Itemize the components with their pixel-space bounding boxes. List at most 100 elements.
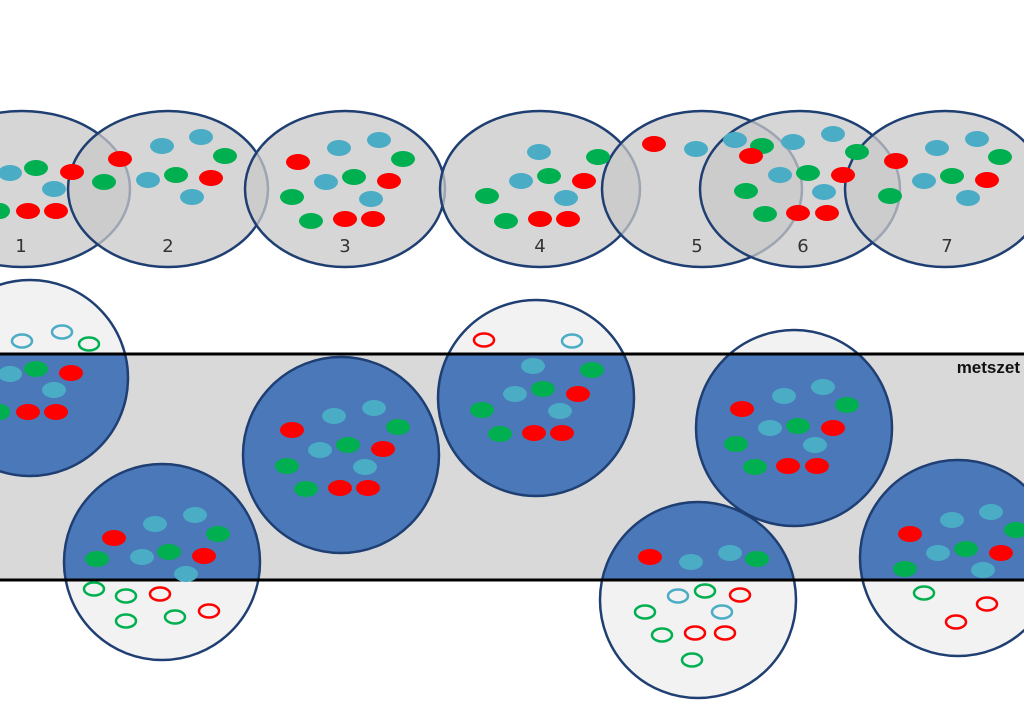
hollow-dot-green [82, 581, 106, 597]
dot-cyan [548, 403, 572, 419]
dot-cyan [812, 184, 836, 200]
sample-circle-3-inside [243, 357, 439, 553]
dot-red [361, 211, 385, 227]
dot-red [805, 458, 829, 474]
hollow-dot-red [944, 614, 968, 630]
hollow-dot-cyan [710, 604, 734, 620]
dot-cyan [183, 507, 207, 523]
dot-cyan [0, 366, 22, 382]
dot-green [85, 551, 109, 567]
hollow-dot-cyan [10, 333, 34, 349]
dot-green [845, 144, 869, 160]
dot-cyan [926, 545, 950, 561]
sample-circle-6-inside [696, 354, 892, 526]
dot-cyan [912, 173, 936, 189]
dot-red [815, 205, 839, 221]
dot-green [294, 481, 318, 497]
dot-red [16, 404, 40, 420]
dot-cyan [308, 442, 332, 458]
dot-green [531, 381, 555, 397]
dot-green [280, 189, 304, 205]
bottom-circles-outline [0, 278, 1024, 700]
dot-green [494, 213, 518, 229]
dot-cyan [803, 437, 827, 453]
dot-green [734, 183, 758, 199]
dot-green [786, 418, 810, 434]
circle-label-3: 3 [339, 236, 350, 257]
hollow-dot-cyan [50, 324, 74, 340]
dot-cyan [718, 545, 742, 561]
dot-cyan [509, 173, 533, 189]
hollow-dot-red [713, 625, 737, 641]
hollow-dot-red [683, 625, 707, 641]
dot-green [743, 459, 767, 475]
hollow-dot-red [472, 332, 496, 348]
dot-cyan [362, 400, 386, 416]
dot-red [371, 441, 395, 457]
dot-cyan [180, 189, 204, 205]
dot-green [0, 203, 10, 219]
dot-red [286, 154, 310, 170]
dot-green [940, 168, 964, 184]
dot-red [638, 549, 662, 565]
dot-green [835, 397, 859, 413]
dot-green [0, 404, 10, 420]
dot-green [475, 188, 499, 204]
sample-circle-5-outline [598, 500, 798, 700]
top-row-dots [0, 126, 1012, 229]
hollow-dot-green [693, 583, 717, 599]
dot-cyan [768, 167, 792, 183]
dot-red [44, 404, 68, 420]
dot-red [556, 211, 580, 227]
dot-green [336, 437, 360, 453]
hollow-dot-green [77, 336, 101, 352]
dot-green [164, 167, 188, 183]
hollow-dot-green [633, 604, 657, 620]
dot-red [642, 136, 666, 152]
sample-circle-6-outline [694, 328, 894, 528]
dot-cyan [527, 144, 551, 160]
dot-cyan [136, 172, 160, 188]
dot-cyan [925, 140, 949, 156]
dot-cyan [821, 126, 845, 142]
dot-green [753, 206, 777, 222]
dot-red [975, 172, 999, 188]
circle-label-2: 2 [162, 236, 173, 257]
hollow-dot-cyan [666, 588, 690, 604]
circle-label-5: 5 [691, 236, 702, 257]
dot-cyan [758, 420, 782, 436]
sample-circle-2-outline [62, 462, 262, 662]
circle-label-6: 6 [797, 236, 808, 257]
dot-cyan [781, 134, 805, 150]
dot-cyan [0, 165, 22, 181]
dot-green [24, 361, 48, 377]
circle-label-7: 7 [941, 236, 952, 257]
dot-red [44, 203, 68, 219]
hollow-dot-red [197, 603, 221, 619]
top-circle-7 [843, 109, 1024, 269]
dot-green [275, 458, 299, 474]
hollow-dot-green [912, 585, 936, 601]
dot-red [786, 205, 810, 221]
dot-red [528, 211, 552, 227]
dot-cyan [359, 191, 383, 207]
dot-green [1004, 522, 1024, 538]
dot-cyan [130, 549, 154, 565]
sample-circle-3-outline [241, 355, 441, 555]
dot-cyan [684, 141, 708, 157]
dot-red [831, 167, 855, 183]
dot-cyan [554, 190, 578, 206]
circle-label-4: 4 [534, 236, 545, 257]
dot-cyan [521, 358, 545, 374]
dot-cyan [327, 140, 351, 156]
dot-red [356, 480, 380, 496]
dot-green [342, 169, 366, 185]
dot-green [24, 160, 48, 176]
dot-cyan [940, 512, 964, 528]
dot-red [60, 164, 84, 180]
dot-cyan [322, 408, 346, 424]
dot-red [333, 211, 357, 227]
dot-green [586, 149, 610, 165]
dot-red [776, 458, 800, 474]
